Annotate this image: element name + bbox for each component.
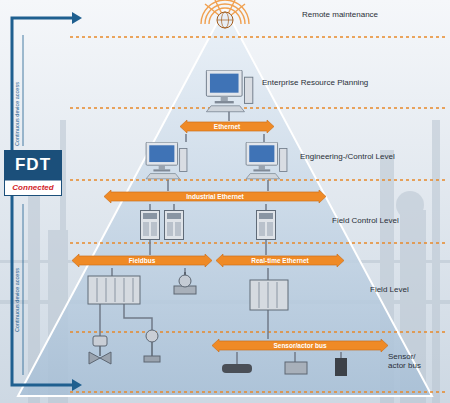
- logo-top: [4, 150, 62, 180]
- erp-computer: [206, 70, 252, 112]
- automation-pyramid: [18, 8, 432, 396]
- logo-bottom: [5, 180, 62, 196]
- io-rack: [88, 276, 288, 310]
- access-label: Continuous device access: [14, 82, 20, 146]
- flowmeter: [174, 272, 196, 294]
- bus-bar: Fieldbus: [72, 254, 212, 267]
- field-valve: [89, 330, 160, 364]
- sensors: [222, 358, 347, 376]
- bus-arrow-path: [212, 339, 388, 352]
- level-label: Field Level: [370, 285, 409, 294]
- controller: [165, 211, 184, 240]
- bus-bar: Industrial Ethernet: [104, 190, 326, 203]
- controller: [141, 211, 160, 240]
- logo-badge: FDTConnected: [4, 150, 62, 196]
- level-label: Engineering-/Control Level: [300, 152, 395, 161]
- bus-arrow-path: [180, 120, 274, 133]
- level-label: Field Control Level: [332, 216, 399, 225]
- bus-arrow-path: [216, 254, 344, 267]
- level-separators: [70, 37, 445, 392]
- bus-label: Ethernet: [214, 120, 240, 133]
- level-label: Remote maintenance: [302, 10, 378, 19]
- bus-bar: Real-time Ethernet: [216, 254, 344, 267]
- engineering-computer: [146, 142, 187, 179]
- bus-bar: Ethernet: [180, 120, 274, 133]
- network-wires: [100, 110, 341, 364]
- logo-text: Connected: [12, 180, 53, 196]
- bus-label: Industrial Ethernet: [186, 190, 243, 203]
- bus-label: Real-time Ethernet: [251, 254, 308, 267]
- level-label: Enterprise Resource Planning: [262, 78, 368, 87]
- level-label: Sensor/ actor bus: [388, 352, 432, 370]
- access-label: Continuous device access: [14, 268, 20, 332]
- bus-arrow-path: [72, 254, 212, 267]
- device-access-arrow: [12, 12, 82, 391]
- bus-label: Fieldbus: [129, 254, 156, 267]
- remote-globe: [201, 0, 249, 28]
- controller: [257, 211, 276, 240]
- bus-label: Sensor/actor bus: [273, 339, 326, 352]
- bus-bar: Sensor/actor bus: [212, 339, 388, 352]
- logo-text: FDT: [15, 150, 51, 180]
- control-computer: [246, 142, 287, 179]
- bus-arrow-path: [104, 190, 326, 203]
